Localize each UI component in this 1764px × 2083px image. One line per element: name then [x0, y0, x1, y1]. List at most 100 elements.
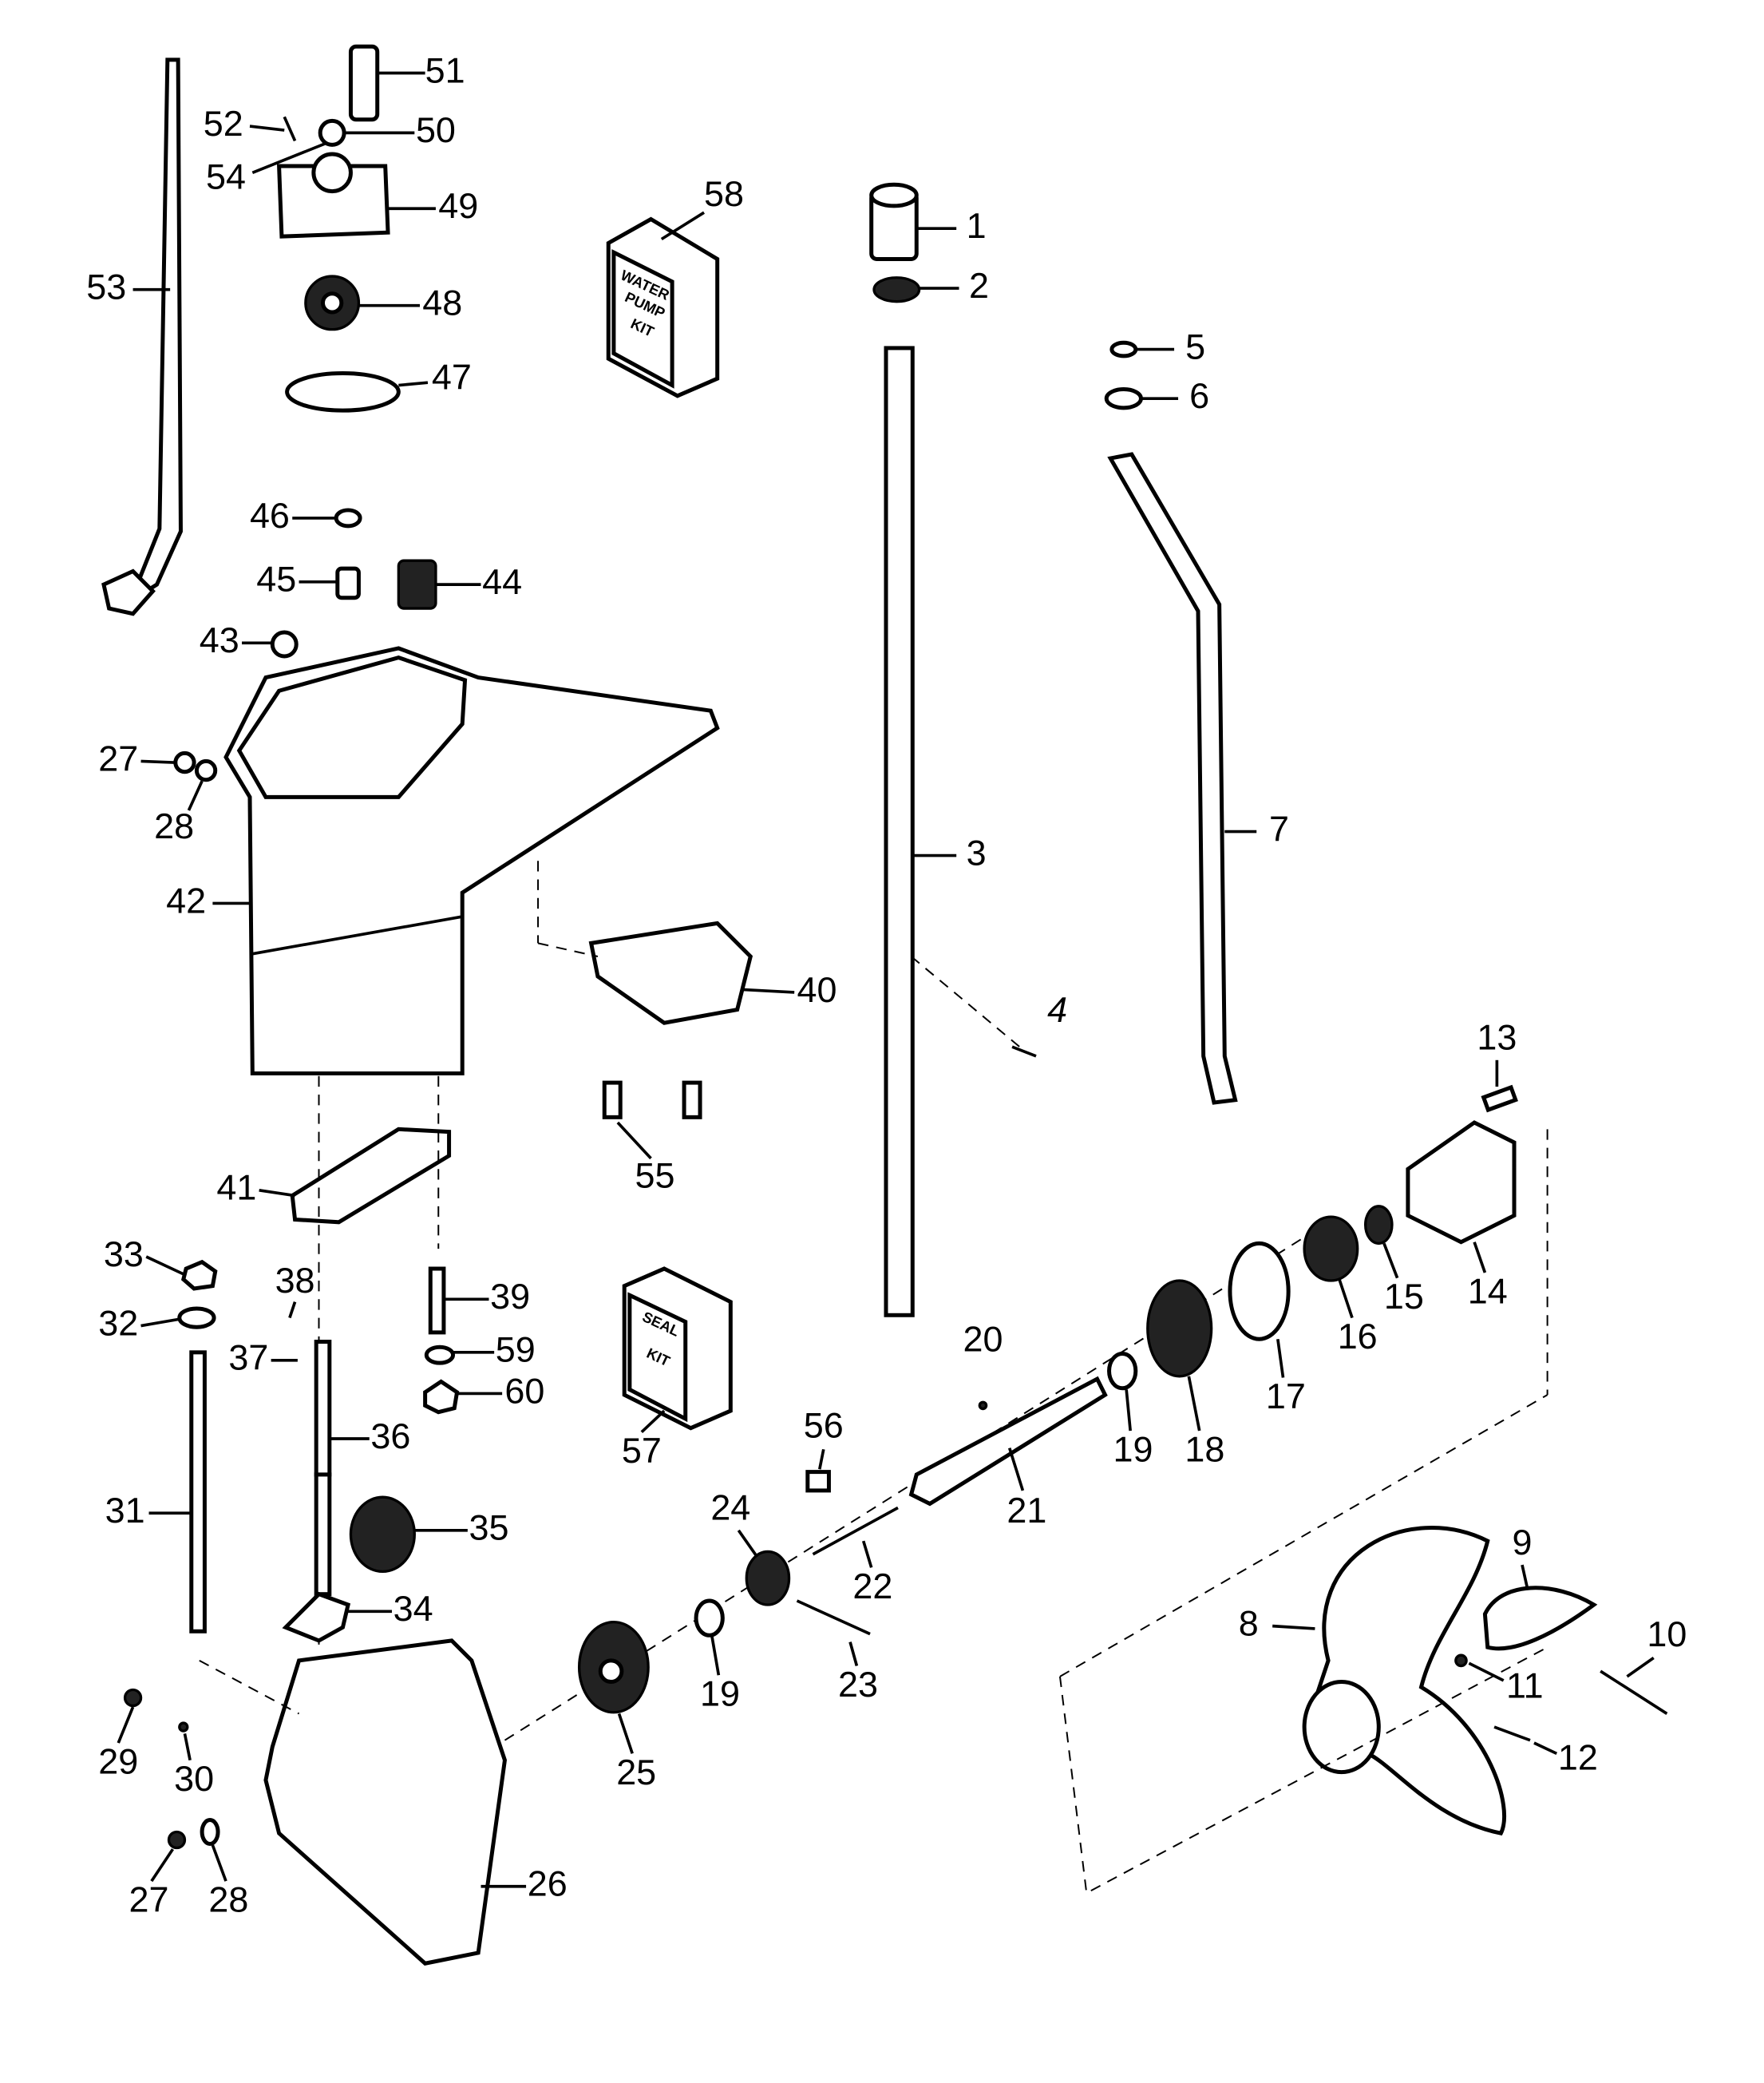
- part-o-ring: [1109, 340, 1138, 358]
- callout-label-53: 53: [86, 267, 126, 307]
- callout-label-49: 49: [438, 185, 478, 226]
- part-ball-20: [978, 1400, 988, 1411]
- callout-label-58: 58: [704, 173, 744, 214]
- callout-label-36: 36: [370, 1416, 410, 1456]
- part-pin-22: [812, 1506, 899, 1556]
- part-cone-nut: [1482, 1586, 1598, 1651]
- part-plate: [285, 371, 401, 413]
- part-screw: [602, 1080, 623, 1119]
- part-grommet: [318, 118, 346, 147]
- callout-leader-line: [1382, 1242, 1399, 1279]
- callout-leader-line: [861, 1540, 873, 1568]
- callout-label-25: 25: [616, 1752, 656, 1792]
- callout-label-54: 54: [206, 156, 246, 196]
- callout-label-20: 20: [963, 1318, 1003, 1359]
- callout-leader-line: [1521, 1564, 1529, 1590]
- callout-leader-line: [140, 1317, 180, 1328]
- callout-label-40: 40: [797, 969, 837, 1010]
- part-washer-59: [424, 1344, 456, 1365]
- callout-label-12: 12: [1558, 1737, 1598, 1778]
- part-nut-33: [180, 1259, 218, 1291]
- callout-label-51: 51: [425, 50, 465, 90]
- callout-label-48: 48: [422, 283, 462, 323]
- callout-label-8: 8: [1239, 1602, 1259, 1643]
- callout-label-9: 9: [1513, 1522, 1533, 1562]
- callout-leader-line: [1276, 1338, 1285, 1378]
- part-pin: [283, 116, 297, 142]
- callout-leader-line: [150, 1848, 174, 1883]
- part-screw-13: [1481, 1084, 1518, 1113]
- part-pin-23: [796, 1599, 871, 1636]
- callout-label-29: 29: [98, 1741, 138, 1782]
- part-bushing-top: [869, 182, 919, 208]
- callout-label-28: 28: [208, 1879, 248, 1920]
- part-washer-28b: [200, 1818, 220, 1846]
- callout-label-45: 45: [256, 559, 296, 600]
- part-shift-rod-lower: [1107, 452, 1238, 1105]
- callout-leader-line: [187, 780, 204, 811]
- callout-label-33: 33: [104, 1234, 144, 1274]
- callout-leader-line: [183, 1733, 192, 1761]
- callout-label-27: 27: [98, 738, 138, 778]
- part-nut: [334, 508, 362, 529]
- callout-leader-line: [710, 1636, 721, 1676]
- callout-label-11: 11: [1506, 1665, 1544, 1706]
- part-anticavitation-plate: [588, 921, 753, 1025]
- callout-label-24: 24: [710, 1487, 750, 1528]
- part-o-ring-17: [1228, 1241, 1291, 1341]
- callout-leader-line: [117, 1706, 135, 1744]
- callout-leader-line: [145, 1255, 187, 1277]
- callout-label-22: 22: [852, 1566, 892, 1606]
- part-bearing-25-hub: [598, 1658, 624, 1684]
- part-nut-27: [173, 750, 196, 774]
- part-screw: [682, 1080, 702, 1119]
- callout-leader-line: [617, 1713, 634, 1754]
- callout-label-32: 32: [98, 1302, 138, 1343]
- callout-label-26: 26: [528, 1863, 568, 1904]
- callout-leader-line: [259, 1189, 295, 1198]
- part-shift-rod-36b: [314, 1472, 332, 1597]
- callout-label-46: 46: [250, 495, 290, 536]
- callout-leader-line: [660, 211, 706, 241]
- part-washer: [1104, 387, 1143, 410]
- parts-drawing: WATER PUMP KIT SEAL KIT: [101, 44, 1668, 1966]
- part-washer-19b: [1107, 1352, 1138, 1391]
- propeller-boundary: [1058, 1394, 1548, 1895]
- callout-label-10: 10: [1647, 1614, 1687, 1654]
- part-stud-39: [428, 1266, 446, 1335]
- callout-leader-line: [848, 1641, 859, 1667]
- callout-label-42: 42: [166, 880, 206, 921]
- part-nut-60: [423, 1379, 460, 1415]
- callout-label-19: 19: [700, 1673, 740, 1714]
- callout-label-4: 4: [1047, 989, 1067, 1030]
- part-gasket: [290, 1127, 452, 1225]
- callout-leader-line: [288, 1301, 297, 1319]
- part-pin-12: [1493, 1725, 1531, 1742]
- callout-label-38: 38: [275, 1260, 315, 1301]
- callout-label-28: 28: [154, 806, 194, 846]
- callout-leader-line: [1272, 1624, 1315, 1630]
- callout-leader-line: [249, 125, 285, 132]
- housing-deck: [236, 655, 468, 799]
- leader-dashed: [199, 1659, 300, 1715]
- part-tube: [348, 44, 380, 122]
- callout-leader-line: [1473, 1241, 1487, 1273]
- seal-kit-face: [627, 1292, 688, 1423]
- callout-label-56: 56: [804, 1405, 844, 1446]
- callout-label-23: 23: [838, 1664, 878, 1705]
- callout-label-59: 59: [496, 1329, 536, 1370]
- part-pin-4: [1011, 1045, 1037, 1058]
- callout-label-6: 6: [1189, 375, 1209, 416]
- part-nut-27b: [167, 1830, 187, 1850]
- part-grommet-44: [397, 559, 437, 610]
- water-pump-kit-face: [611, 249, 674, 389]
- part-shift-cam: [282, 1591, 351, 1643]
- callout-label-21: 21: [1007, 1490, 1046, 1531]
- part-gearcase: [263, 1638, 508, 1966]
- callout-leader-line: [1007, 1447, 1025, 1491]
- callout-label-31: 31: [105, 1490, 145, 1531]
- callout-leader-line: [616, 1121, 652, 1160]
